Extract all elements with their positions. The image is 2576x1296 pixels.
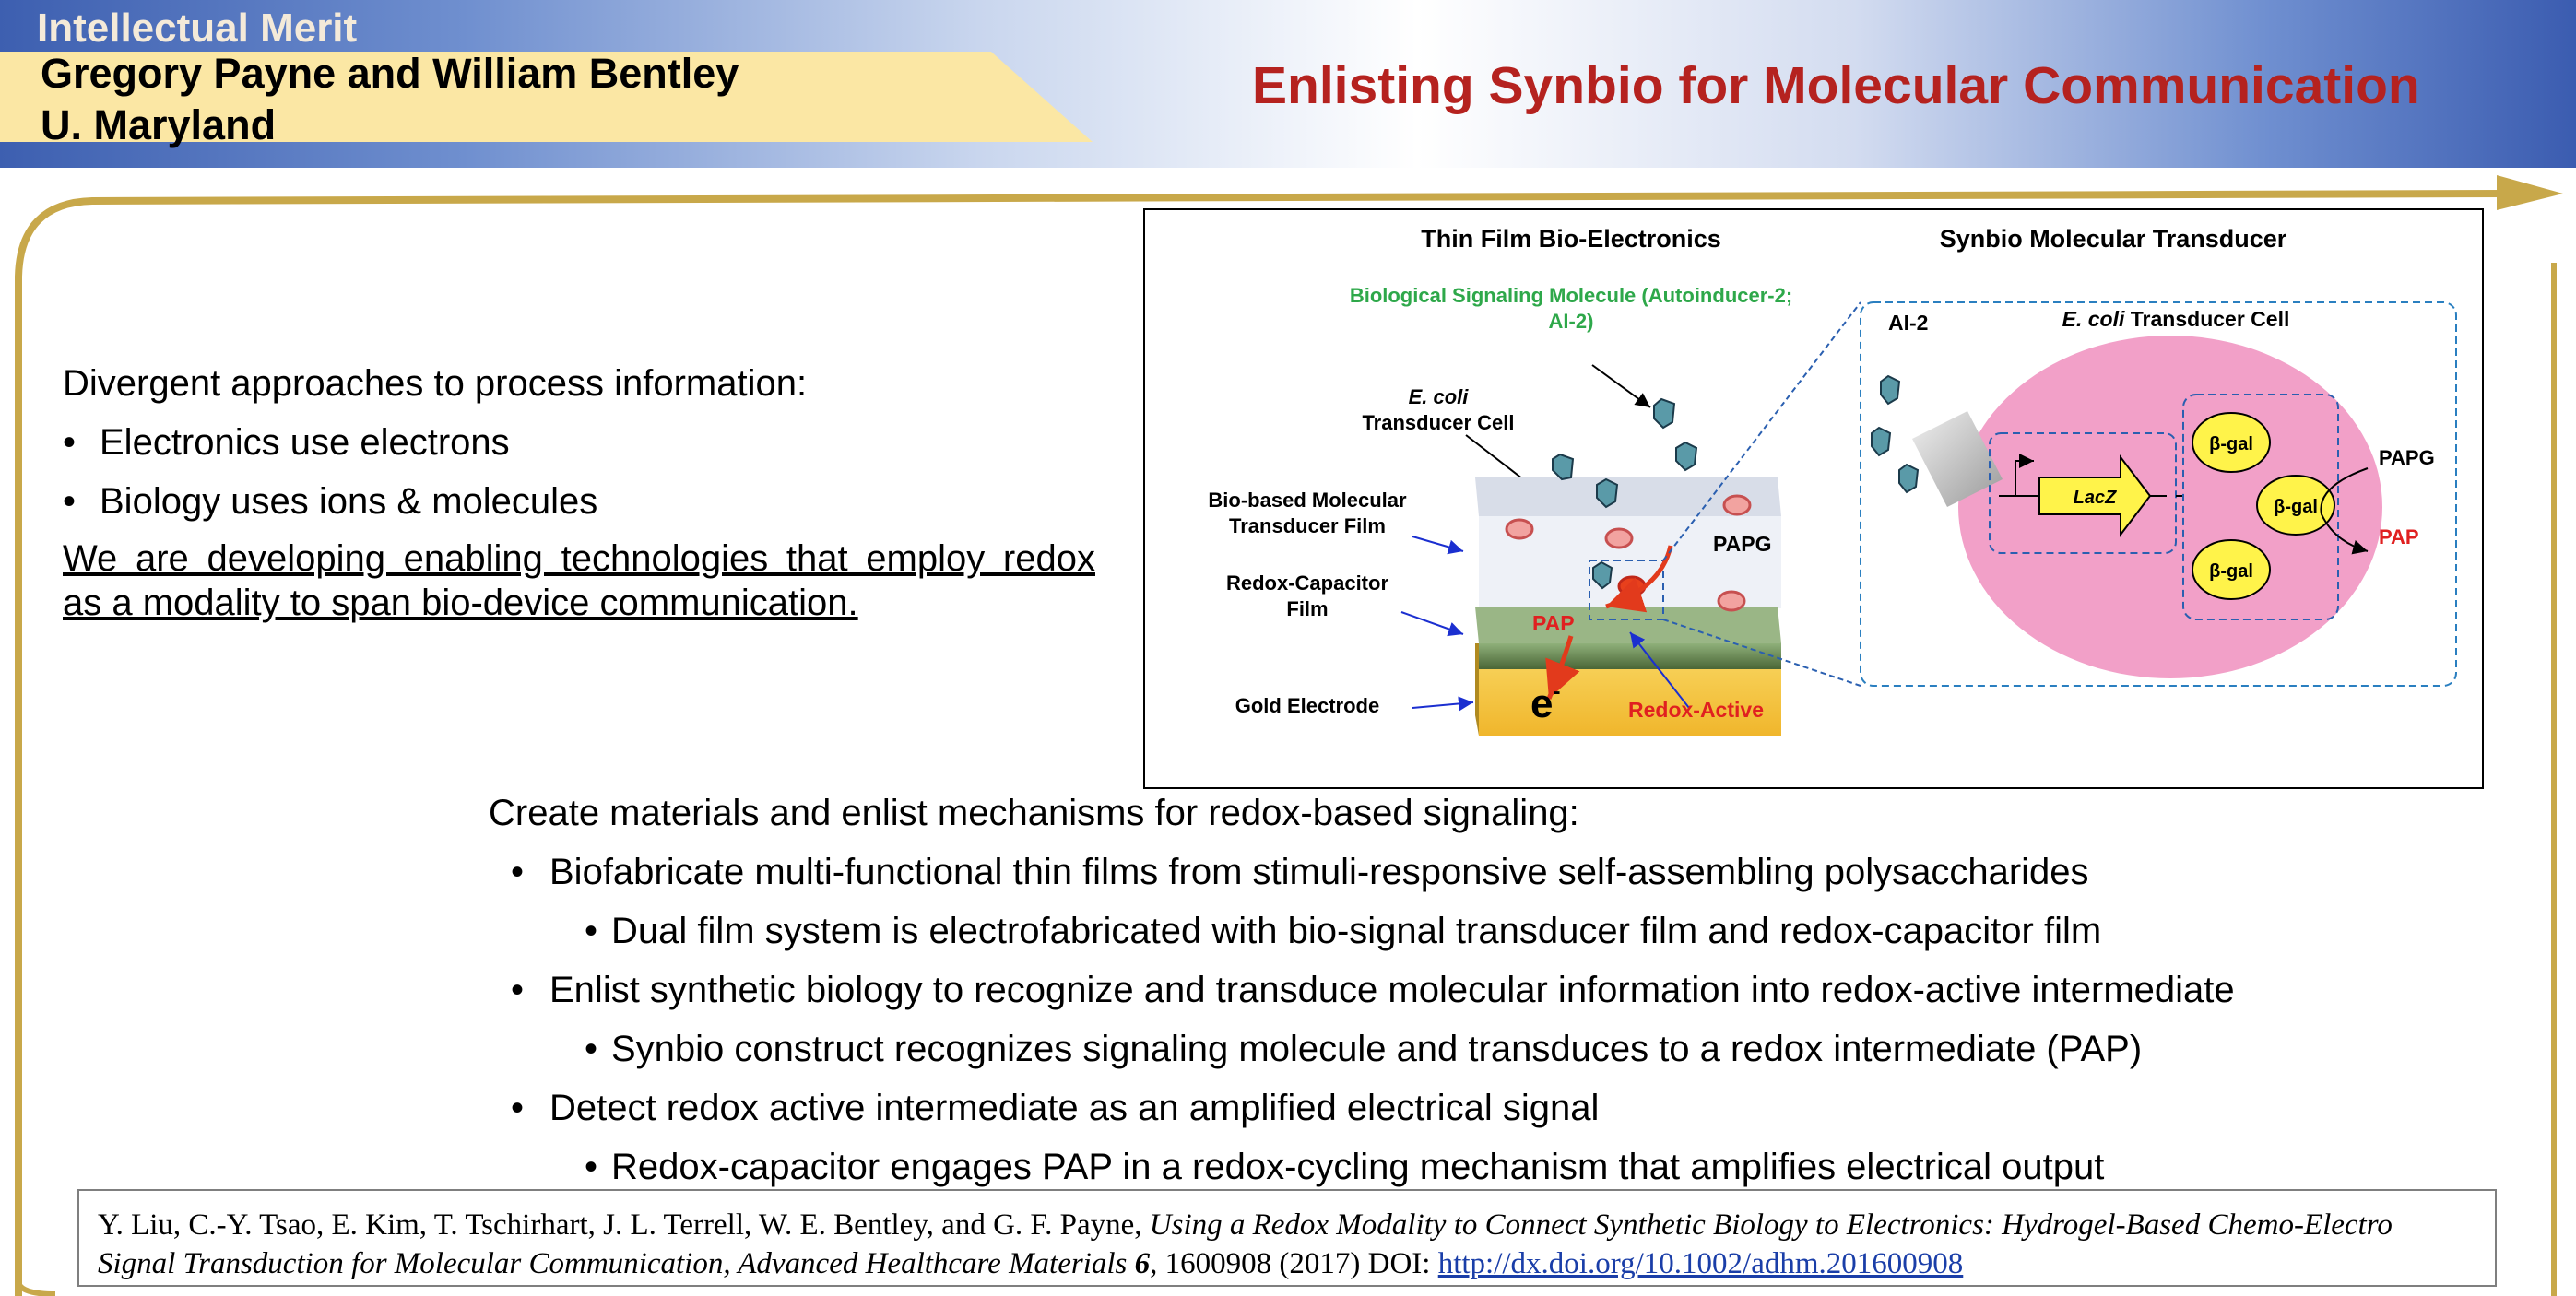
- authors: Gregory Payne and William Bentley U. Mar…: [41, 48, 739, 151]
- main-lead: Create materials and enlist mechanisms f…: [489, 793, 1579, 833]
- biofilm-label-1: Bio-based Molecular: [1208, 489, 1407, 512]
- ref-doi-link[interactable]: http://dx.doi.org/10.1002/adhm.201600908: [1437, 1247, 1964, 1280]
- bgal-label: β-gal: [2274, 497, 2318, 517]
- cell-label: E. coli Transducer Cell: [2062, 307, 2290, 331]
- ref-title: Using a Redox Modality to Connect Synthe…: [98, 1208, 2393, 1280]
- pap-label: PAP: [1532, 611, 1575, 635]
- ecoli-label-1: E. coli: [1409, 385, 1470, 408]
- intro-lead: Divergent approaches to process informat…: [63, 363, 808, 404]
- transporter: [1912, 411, 2003, 507]
- intro-bullet: Electronics use electrons: [63, 413, 1095, 472]
- bgal-label: β-gal: [2209, 434, 2253, 454]
- bgal-enzyme: [2256, 475, 2335, 536]
- slide-title: Enlisting Synbio for Molecular Communica…: [1252, 56, 2420, 115]
- right-papg-label: PAPG: [2379, 446, 2435, 469]
- redoxfilm-label-2: Film: [1286, 597, 1328, 620]
- main-bullet: Enlist synthetic biology to recognize an…: [489, 960, 2517, 1019]
- ref-volume: 6: [1134, 1247, 1151, 1280]
- signal-label-2: AI-2): [1549, 310, 1594, 333]
- author-banner: [0, 52, 1093, 142]
- section-tag: Intellectual Merit: [37, 6, 358, 51]
- reference-box: Y. Liu, C.-Y. Tsao, E. Kim, T. Tschirhar…: [77, 1189, 2497, 1287]
- main-bullet: Biofabricate multi-functional thin films…: [489, 842, 2517, 901]
- redoxfilm-label-1: Redox-Capacitor: [1226, 571, 1388, 595]
- figure-diagram: Thin Film Bio-Electronics Synbio Molecul…: [1208, 225, 2457, 736]
- bgal-enzyme: [2192, 539, 2271, 600]
- ref-authors: Y. Liu, C.-Y. Tsao, E. Kim, T. Tschirhar…: [98, 1208, 1150, 1242]
- right-title: Synbio Molecular Transducer: [1940, 225, 2287, 253]
- main-subbullet: Redox-capacitor engages PAP in a redox-c…: [489, 1137, 2517, 1196]
- lacz-label: LacZ: [2074, 488, 2117, 508]
- right-pap-label: PAP: [2379, 525, 2419, 548]
- authors-affiliation: U. Maryland: [41, 101, 277, 148]
- electron-label: e-: [1530, 679, 1560, 726]
- left-title: Thin Film Bio-Electronics: [1421, 225, 1721, 253]
- main-subbullet: Synbio construct recognizes signaling mo…: [489, 1019, 2517, 1078]
- bgal-label: β-gal: [2209, 561, 2253, 582]
- gold-label: Gold Electrode: [1235, 694, 1379, 717]
- intro-text: Divergent approaches to process informat…: [63, 354, 1095, 625]
- figure-panel: Thin Film Bio-Electronics Synbio Molecul…: [1143, 208, 2484, 789]
- bgal-enzyme: [2192, 412, 2271, 473]
- intro-underline-2: as a modality to span bio-device communi…: [63, 583, 858, 623]
- ai2-label: AI-2: [1888, 311, 1928, 335]
- redox-active-label: Redox-Active: [1628, 698, 1764, 722]
- biofilm-label-2: Transducer Film: [1229, 514, 1386, 537]
- papg-label: PAPG: [1713, 532, 1771, 556]
- main-subbullet: Dual film system is electrofabricated wi…: [489, 901, 2517, 960]
- ref-tail: , 1600908 (2017) DOI:: [1150, 1247, 1438, 1280]
- lacz-gene: [2038, 454, 2152, 537]
- signal-label-1: Biological Signaling Molecule (Autoinduc…: [1350, 284, 1792, 307]
- intro-bullet: Biology uses ions & molecules: [63, 472, 1095, 531]
- main-text: Create materials and enlist mechanisms f…: [489, 783, 2517, 1196]
- ecoli-cell: [1958, 336, 2382, 678]
- ecoli-label-2: Transducer Cell: [1362, 411, 1514, 434]
- film-stack: [1475, 477, 1781, 736]
- main-bullet: Detect redox active intermediate as an a…: [489, 1078, 2517, 1137]
- intro-underline-1: We are developing enabling technologies …: [63, 538, 1095, 579]
- authors-names: Gregory Payne and William Bentley: [41, 50, 739, 97]
